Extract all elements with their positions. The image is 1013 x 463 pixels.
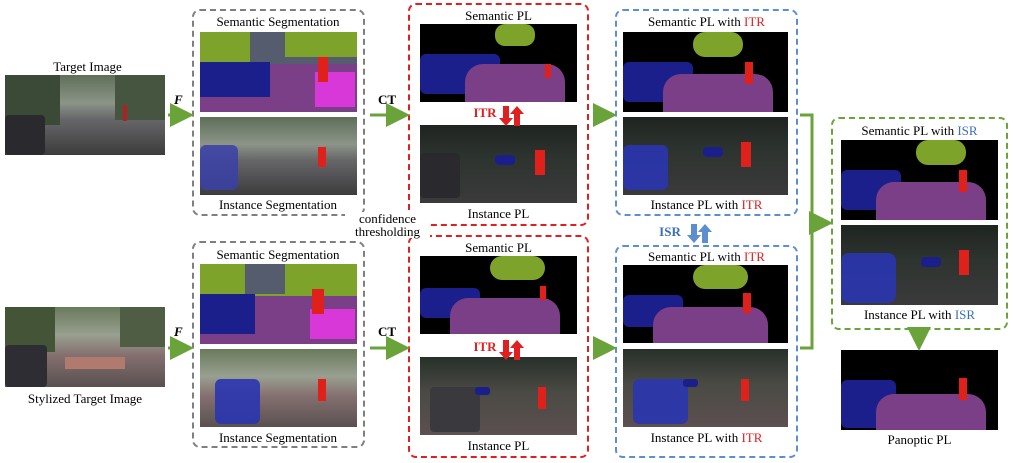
panoptic-pl-map xyxy=(841,350,998,430)
semantic-pl-map-top xyxy=(420,24,577,102)
semantic-segmentation-label-top: Semantic Segmentation xyxy=(216,14,340,29)
semantic-segmentation-map-top xyxy=(200,32,357,112)
semantic-pl-with-itr-label-bottom: Semantic PL with ITR xyxy=(617,250,796,264)
semantic-segmentation-map-bottom xyxy=(200,264,357,344)
itr-suffix-top-2: ITR xyxy=(741,197,763,212)
ct-label-bottom: CT xyxy=(378,324,396,339)
instance-pl-with-itr-label-top: Instance PL with ITR xyxy=(617,198,796,212)
semantic-pl-map-bottom xyxy=(420,256,577,334)
isr-arrows xyxy=(687,224,712,243)
instance-pl-with-itr-map-top xyxy=(623,117,788,195)
f-label-top: F xyxy=(173,92,183,107)
semantic-pl-with-text-top: Semantic PL with xyxy=(648,14,744,29)
target-image-label: Target Image xyxy=(53,59,122,74)
semantic-pl-with-itr-label-top: Semantic PL with ITR xyxy=(617,15,796,29)
semantic-pl-with-itr-map-top xyxy=(623,32,788,112)
panoptic-pl-label: Panoptic PL xyxy=(887,432,952,447)
instance-segmentation-label-bottom: Instance Segmentation xyxy=(218,430,338,445)
isr-suffix-1: ISR xyxy=(957,123,978,138)
instance-pl-with-text-isr: Instance PL with xyxy=(863,307,955,322)
instance-pl-label-top: Instance PL xyxy=(467,206,530,221)
instance-pl-map-bottom xyxy=(420,357,577,435)
ct-label-top: CT xyxy=(378,92,396,107)
instance-segmentation-map-bottom xyxy=(200,349,357,427)
instance-pl-with-itr-label-bottom: Instance PL with ITR xyxy=(617,431,796,445)
instance-pl-label-bottom: Instance PL xyxy=(467,438,530,453)
instance-segmentation-label-top: Instance Segmentation xyxy=(218,197,338,212)
itr-suffix-top: ITR xyxy=(743,14,765,29)
itr-text-top: ITR xyxy=(473,105,497,120)
semantic-segmentation-label-bottom: Semantic Segmentation xyxy=(216,247,340,262)
semantic-pl-label-top: Semantic PL xyxy=(465,8,532,23)
merge-connector xyxy=(800,113,814,350)
instance-segmentation-map-top xyxy=(200,117,357,195)
semantic-pl-with-isr-map xyxy=(841,140,998,220)
confidence-thresholding-label: confidence thresholding xyxy=(345,212,430,238)
semantic-pl-with-text-isr: Semantic PL with xyxy=(861,123,958,138)
stylized-target-image xyxy=(5,307,165,387)
instance-pl-with-isr-map xyxy=(841,225,998,305)
itr-suffix-bottom: ITR xyxy=(743,249,765,264)
semantic-pl-label-bottom: Semantic PL xyxy=(465,240,532,255)
target-image xyxy=(5,75,165,155)
isr-label: ISR xyxy=(655,225,685,239)
stylized-target-image-label: Stylized Target Image xyxy=(27,391,143,406)
instance-pl-map-top xyxy=(420,125,577,203)
itr-arrows-top xyxy=(499,106,524,126)
itr-text-bottom: ITR xyxy=(473,339,497,354)
itr-label-bottom: ITR xyxy=(470,340,500,354)
instance-pl-with-itr-map-bottom xyxy=(623,349,788,427)
f-label-bottom: F xyxy=(173,324,183,339)
semantic-pl-with-text-bottom: Semantic PL with xyxy=(648,249,744,264)
itr-label-top: ITR xyxy=(470,106,500,120)
itr-arrows-bottom xyxy=(499,340,524,360)
instance-pl-with-isr-label: Instance PL with ISR xyxy=(833,308,1006,322)
isr-suffix-2: ISR xyxy=(954,307,976,322)
instance-pl-with-text-bottom: Instance PL with xyxy=(650,430,742,445)
semantic-pl-with-itr-map-bottom xyxy=(623,265,788,343)
instance-pl-with-text-top: Instance PL with xyxy=(650,197,742,212)
isr-text: ISR xyxy=(659,224,681,239)
semantic-pl-with-isr-label: Semantic PL with ISR xyxy=(833,124,1006,138)
itr-suffix-bottom-2: ITR xyxy=(741,430,763,445)
